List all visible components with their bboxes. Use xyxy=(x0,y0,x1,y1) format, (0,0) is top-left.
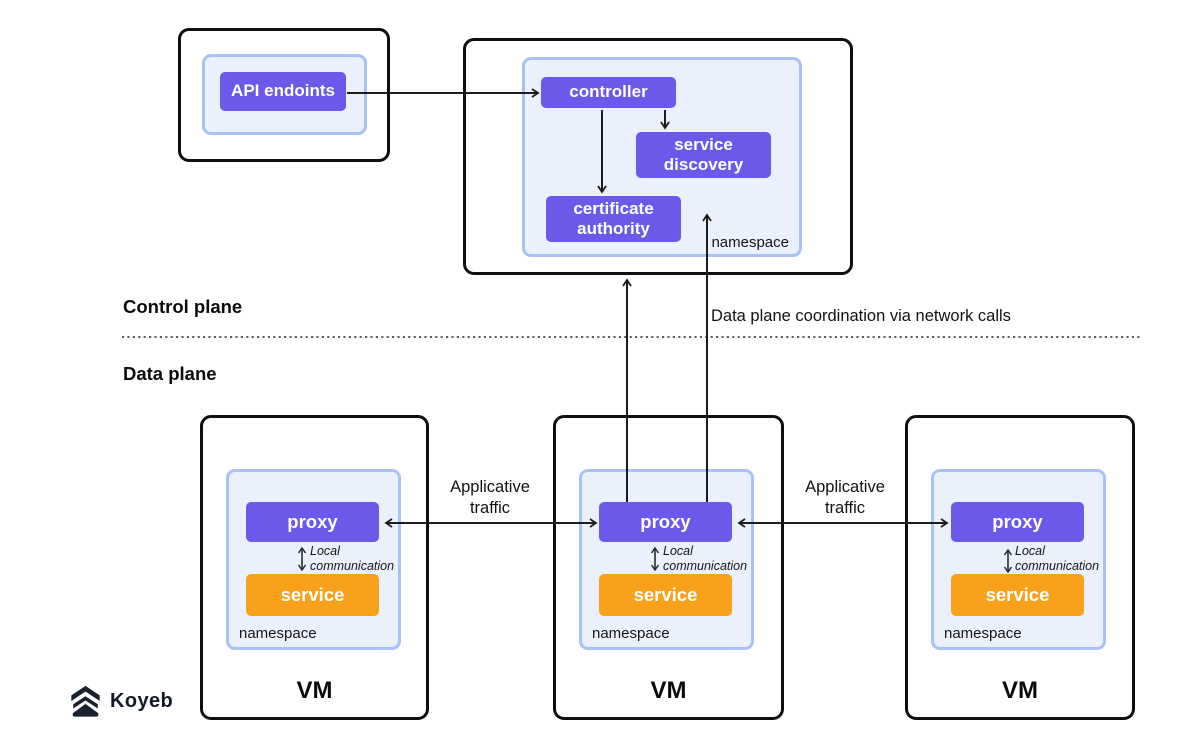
namespace-label: namespace xyxy=(239,625,317,642)
local-communication-label: Local communication xyxy=(310,544,395,573)
namespace-label: namespace xyxy=(592,625,670,642)
controller-node: controller xyxy=(541,77,676,108)
vm-box: proxy Local communication service namesp… xyxy=(553,415,784,720)
service-discovery-node: service discovery xyxy=(636,132,771,178)
service-node: service xyxy=(599,574,732,616)
proxy-node: proxy xyxy=(599,502,732,542)
vm-label: VM xyxy=(1002,677,1038,704)
brand-logo: Koyeb xyxy=(68,684,173,718)
vm-namespace-box: proxy Local communication service namesp… xyxy=(931,469,1106,650)
vm-label: VM xyxy=(650,677,687,704)
control-plane-label: Control plane xyxy=(123,296,243,317)
api-namespace-box: API endoints xyxy=(202,54,367,135)
namespace-label: namespace xyxy=(711,234,789,251)
certificate-authority-node: certificate authority xyxy=(546,196,681,242)
applicative-traffic-label: Applicative traffic xyxy=(805,478,885,517)
koyeb-logo-icon xyxy=(68,684,103,718)
service-node: service xyxy=(246,574,379,616)
vm-namespace-box: proxy Local communication service namesp… xyxy=(226,469,401,650)
vm-box: proxy Local communication service namesp… xyxy=(905,415,1135,720)
vm-label: VM xyxy=(296,677,333,704)
control-plane-namespace-box: controller service discovery certificate… xyxy=(522,57,802,257)
vm-namespace-box: proxy Local communication service namesp… xyxy=(579,469,754,650)
data-plane-label: Data plane xyxy=(123,363,217,384)
api-group-box: API endoints xyxy=(178,28,390,162)
coordination-note: Data plane coordination via network call… xyxy=(711,307,1011,325)
service-node: service xyxy=(951,574,1084,616)
api-endpoints-node: API endoints xyxy=(220,72,346,111)
local-communication-label: Local communication xyxy=(663,544,748,573)
local-communication-label: Local communication xyxy=(1015,544,1100,573)
proxy-node: proxy xyxy=(246,502,379,542)
vm-box: proxy Local communication service namesp… xyxy=(200,415,429,720)
brand-name: Koyeb xyxy=(110,689,174,712)
proxy-node: proxy xyxy=(951,502,1084,542)
namespace-label: namespace xyxy=(944,625,1022,642)
applicative-traffic-label: Applicative traffic xyxy=(450,478,530,517)
control-plane-box: controller service discovery certificate… xyxy=(463,38,853,275)
